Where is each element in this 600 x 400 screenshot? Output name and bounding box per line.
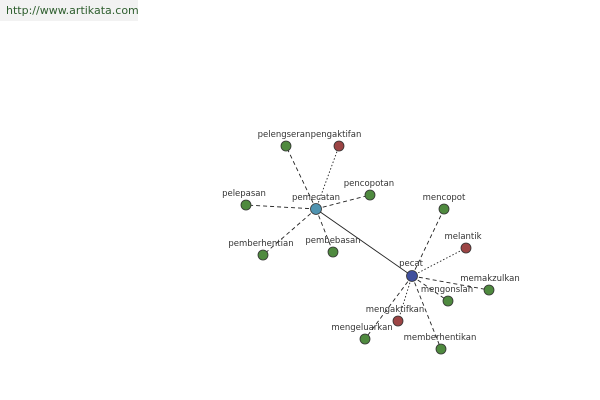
node-pengaktifan[interactable]: pengaktifan [311,130,362,152]
node-label: pelepasan [222,189,266,199]
node-circle[interactable] [435,343,447,355]
node-label: mengaktifkan [366,305,424,315]
graph-edges [245,145,490,350]
node-label: memberhentikan [404,333,477,343]
edge-pemecatan-pembebasan [315,208,334,253]
node-circle[interactable] [392,315,404,327]
hub-node-pecat[interactable]: pecat [399,259,424,282]
node-pemberhentian[interactable]: pemberhentian [228,239,294,261]
node-circle[interactable] [406,270,418,282]
node-mengeluarkan[interactable]: mengeluarkan [331,323,393,345]
node-label: pembebasan [305,236,360,246]
node-label: mencopot [423,193,466,203]
node-circle[interactable] [310,203,322,215]
edge-pecat-mengonslah [411,275,449,302]
node-label: melantik [444,232,481,242]
node-melantik[interactable]: melantik [444,232,482,254]
node-label: mengeluarkan [331,323,392,333]
node-circle[interactable] [280,140,292,152]
node-pelengseran[interactable]: pelengseran [258,130,311,152]
node-label: pengaktifan [311,130,362,140]
edge-pemecatan-pencopotan [315,194,371,210]
edge-pemecatan-pecat [315,208,413,277]
node-circle[interactable] [460,242,472,254]
node-circle[interactable] [240,199,252,211]
node-label: pencopotan [344,179,394,189]
node-circle[interactable] [364,189,376,201]
node-pembebasan[interactable]: pembebasan [305,236,361,258]
site-url[interactable]: http://www.artikata.com [0,0,139,21]
edge-pemecatan-pengaktifan [315,145,340,210]
edge-pecat-mengeluarkan [364,275,413,340]
node-mencopot[interactable]: mencopot [423,193,466,215]
node-circle[interactable] [257,249,269,261]
node-pelepasan[interactable]: pelepasan [222,189,266,211]
node-circle[interactable] [442,295,454,307]
edge-pecat-mencopot [411,208,445,277]
node-memakzulkan[interactable]: memakzulkan [460,274,520,296]
edge-pecat-memberhentikan [411,275,442,350]
node-circle[interactable] [438,203,450,215]
node-circle[interactable] [359,333,371,345]
node-pencopotan[interactable]: pencopotan [344,179,394,201]
hub-node-pemecatan[interactable]: pemecatan [292,193,340,215]
node-label: mengonslah [421,285,473,295]
node-circle[interactable] [333,140,345,152]
edge-pecat-memakzulkan [411,275,490,291]
edge-pemecatan-pemberhentian [262,208,317,256]
edge-pemecatan-pelengseran [285,145,317,210]
node-mengonslah[interactable]: mengonslah [421,285,473,307]
node-label: pelengseran [258,130,311,140]
edge-pemecatan-pelepasan [245,204,317,210]
edge-pecat-mengaktifkan [397,275,413,322]
node-label: pemberhentian [228,239,293,249]
node-label: pemecatan [292,193,340,203]
node-circle[interactable] [327,246,339,258]
node-label: memakzulkan [460,274,520,284]
node-memberhentikan[interactable]: memberhentikan [404,333,477,355]
node-label: pecat [399,259,424,269]
node-mengaktifkan[interactable]: mengaktifkan [366,305,424,327]
node-circle[interactable] [483,284,495,296]
